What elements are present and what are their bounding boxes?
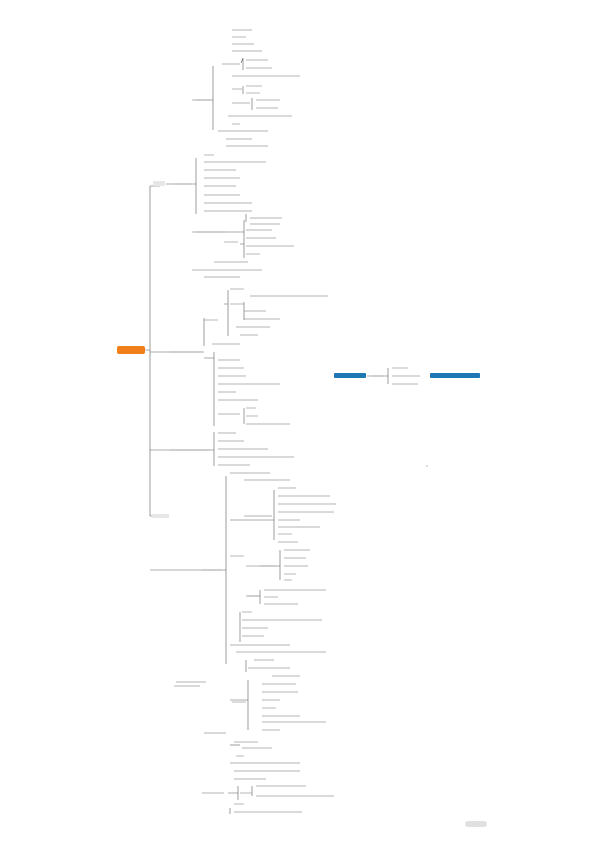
branch-node-lower[interactable] bbox=[152, 514, 169, 518]
watermark-badge bbox=[465, 821, 487, 827]
root-topic[interactable] bbox=[117, 346, 145, 354]
highlighted-node-right[interactable] bbox=[430, 373, 480, 378]
highlighted-node-left[interactable] bbox=[334, 373, 366, 378]
branch-node-upper[interactable] bbox=[153, 181, 165, 186]
